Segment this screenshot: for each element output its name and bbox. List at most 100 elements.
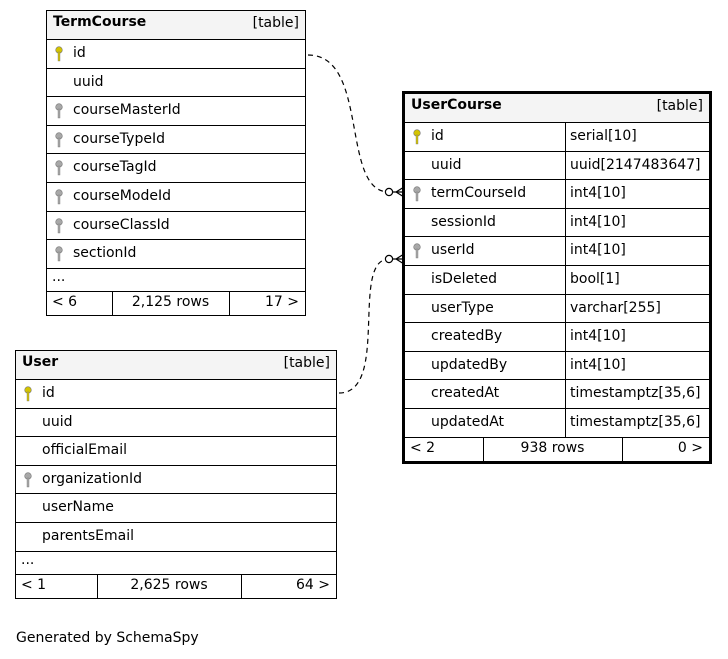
generated-by-label: Generated by SchemaSpy	[16, 630, 199, 646]
footer-separator	[622, 437, 623, 461]
foreign-key-icon	[411, 186, 423, 202]
column-type: timestamptz[35,6]	[565, 408, 709, 437]
column-name: createdAt	[431, 385, 500, 402]
column-name: updatedBy	[431, 356, 508, 373]
column-row[interactable]: createdAt timestamptz[35,6]	[405, 380, 709, 409]
entity-kind: [table]	[656, 98, 703, 114]
column-row[interactable]: updatedBy int4[10]	[405, 351, 709, 381]
column-name: userName	[42, 499, 114, 516]
column-name: parentsEmail	[42, 527, 135, 544]
column-type: varchar[255]	[565, 294, 709, 323]
column-name: uuid	[42, 413, 73, 430]
more-columns-ellipsis: ...	[47, 269, 305, 292]
zero-cardinality-marker	[384, 187, 394, 197]
entity-footer: < 6 2,125 rows 17 >	[47, 291, 305, 315]
entity-name: TermCourse	[53, 14, 147, 30]
column-row[interactable]: sessionId int4[10]	[405, 208, 709, 238]
column-row[interactable]: courseClassId	[47, 212, 305, 241]
entity-name: UserCourse	[411, 97, 502, 113]
footer-separator	[241, 574, 242, 598]
column-type: serial[10]	[565, 123, 709, 151]
primary-key-icon	[53, 46, 65, 62]
column-row[interactable]: id	[16, 380, 336, 409]
ellipsis-text: ...	[21, 551, 35, 568]
entity-kind: [table]	[283, 355, 330, 371]
column-name: sectionId	[73, 245, 137, 262]
ellipsis-text: ...	[52, 268, 66, 285]
column-name: id	[431, 128, 444, 144]
footer-separator	[483, 437, 484, 461]
column-name: id	[42, 385, 55, 401]
column-type: int4[10]	[565, 180, 709, 208]
column-name: sessionId	[431, 213, 496, 230]
row-count: 2,625 rows	[130, 576, 208, 593]
column-row[interactable]: courseTagId	[47, 154, 305, 183]
column-name: uuid	[431, 156, 462, 173]
foreign-key-icon	[53, 103, 65, 119]
column-type: bool[1]	[565, 265, 709, 294]
column-name: userType	[431, 299, 494, 316]
column-name: organizationId	[42, 470, 143, 487]
entity-termcourse[interactable]: TermCourse [table] id uuid courseMasterId cou…	[46, 10, 306, 316]
column-row[interactable]: userName	[16, 494, 336, 523]
column-row[interactable]: courseTypeId	[47, 126, 305, 155]
column-row[interactable]: organizationId	[16, 466, 336, 495]
column-row[interactable]: uuid	[47, 69, 305, 98]
column-name: courseMasterId	[73, 102, 181, 119]
column-row[interactable]: officialEmail	[16, 437, 336, 466]
foreign-key-icon	[22, 472, 34, 488]
column-name: id	[73, 45, 86, 61]
children-count[interactable]: 17 >	[265, 293, 299, 310]
children-count[interactable]: 0 >	[677, 439, 703, 456]
footer-separator	[97, 574, 98, 598]
row-count: 2,125 rows	[131, 293, 210, 310]
entity-user[interactable]: User [table] id uuid officialEmail organizati…	[15, 350, 337, 599]
foreign-key-icon	[411, 243, 423, 259]
entity-header: User [table]	[16, 351, 336, 380]
column-type: int4[10]	[565, 208, 709, 237]
column-type: timestamptz[35,6]	[565, 380, 709, 408]
primary-key-icon	[411, 129, 423, 145]
zero-cardinality-marker	[384, 254, 394, 264]
parents-count[interactable]: < 6	[52, 293, 78, 310]
column-name: createdBy	[431, 328, 503, 345]
foreign-key-icon	[53, 246, 65, 262]
children-count[interactable]: 64 >	[296, 576, 330, 593]
column-name: courseTypeId	[73, 130, 165, 147]
entity-name: User	[22, 354, 59, 370]
footer-separator	[229, 291, 230, 315]
foreign-key-icon	[53, 132, 65, 148]
column-type: int4[10]	[565, 351, 709, 380]
entity-kind: [table]	[252, 15, 299, 31]
column-row[interactable]: sectionId	[47, 240, 305, 269]
column-row[interactable]: id serial[10]	[405, 123, 709, 152]
column-name: courseClassId	[73, 216, 170, 233]
parents-count[interactable]: < 2	[410, 439, 436, 456]
column-row[interactable]: courseModeId	[47, 183, 305, 212]
entity-header: TermCourse [table]	[47, 11, 305, 40]
column-row[interactable]: courseMasterId	[47, 97, 305, 126]
column-row[interactable]: uuid	[16, 409, 336, 438]
column-type: int4[10]	[565, 237, 709, 265]
column-name: officialEmail	[42, 442, 127, 459]
column-row[interactable]: userType varchar[255]	[405, 294, 709, 324]
column-row[interactable]: id	[47, 40, 305, 69]
footer-separator	[112, 291, 113, 315]
parents-count[interactable]: < 1	[21, 576, 47, 593]
column-name: courseModeId	[73, 187, 171, 204]
column-name: courseTagId	[73, 159, 157, 176]
more-columns-ellipsis: ...	[16, 552, 336, 575]
relationship-termcourse-usercourse	[307, 54, 390, 193]
column-row[interactable]: parentsEmail	[16, 523, 336, 552]
entity-header: UserCourse [table]	[405, 94, 709, 123]
foreign-key-icon	[53, 217, 65, 234]
